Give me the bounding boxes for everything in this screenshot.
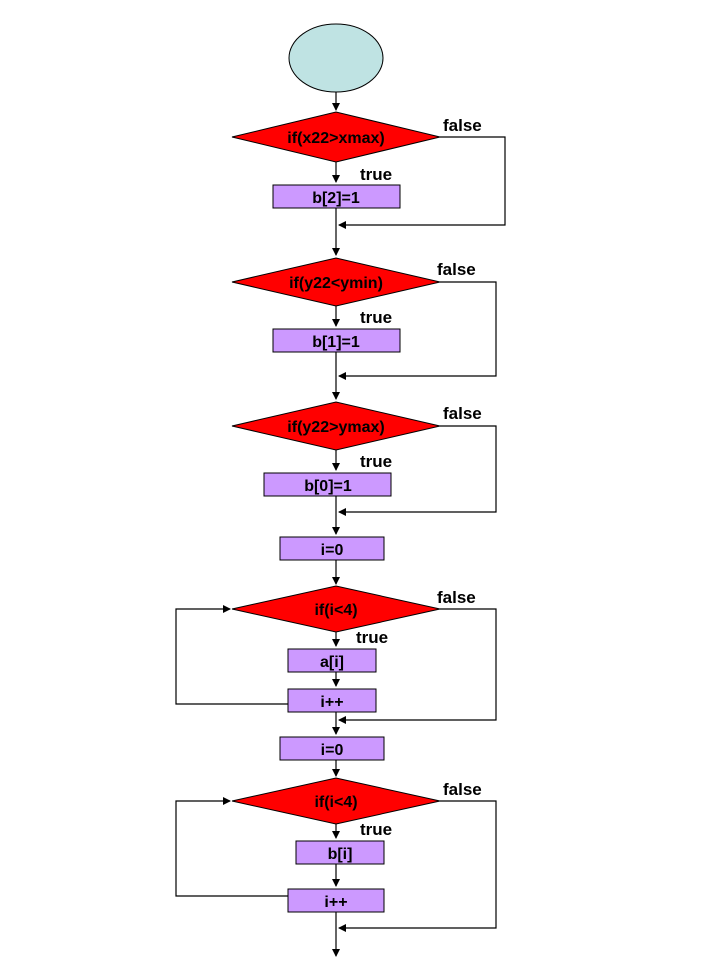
false-label: false: [437, 588, 476, 607]
process-b0: [263, 472, 392, 497]
loop-back-line: [175, 605, 288, 705]
false-label: false: [437, 260, 476, 279]
false-label: false: [443, 404, 482, 423]
process-a-i: [287, 648, 377, 673]
process-label: i=0: [321, 542, 344, 559]
false-branch-line: [338, 800, 497, 932]
true-label: true: [360, 308, 392, 327]
decision-label: if(y22>ymax): [287, 419, 384, 436]
decision-label: if(x22>xmax): [287, 130, 384, 147]
false-branch-line: [338, 136, 506, 229]
decision-label: if(i<4): [314, 602, 357, 619]
true-label: true: [360, 452, 392, 471]
false-label: false: [443, 116, 482, 135]
false-branch-line: [338, 281, 497, 380]
process-label: b[i]: [328, 846, 353, 863]
process-label: b[1]=1: [312, 334, 360, 351]
process-label: i=0: [321, 742, 344, 759]
true-label: true: [356, 628, 388, 647]
decision-label: if(y22<ymin): [289, 275, 383, 292]
false-branch-line: [338, 608, 497, 724]
process-label: i++: [320, 694, 343, 711]
process-label: a[i]: [320, 654, 344, 671]
process-label: b[2]=1: [312, 190, 360, 207]
start-node: [288, 23, 384, 93]
process-i-inc-1: [287, 688, 377, 713]
false-branch-line: [338, 425, 497, 516]
true-label: true: [360, 820, 392, 839]
true-label: true: [360, 165, 392, 184]
process-i-init-1: [279, 536, 385, 561]
loop-back-line: [175, 797, 288, 897]
decision-label: if(i<4): [314, 794, 357, 811]
process-label: i++: [324, 894, 347, 911]
false-label: false: [443, 780, 482, 799]
process-label: b[0]=1: [304, 478, 352, 495]
process-i-init-2: [279, 736, 385, 761]
process-b-i: [295, 840, 385, 865]
